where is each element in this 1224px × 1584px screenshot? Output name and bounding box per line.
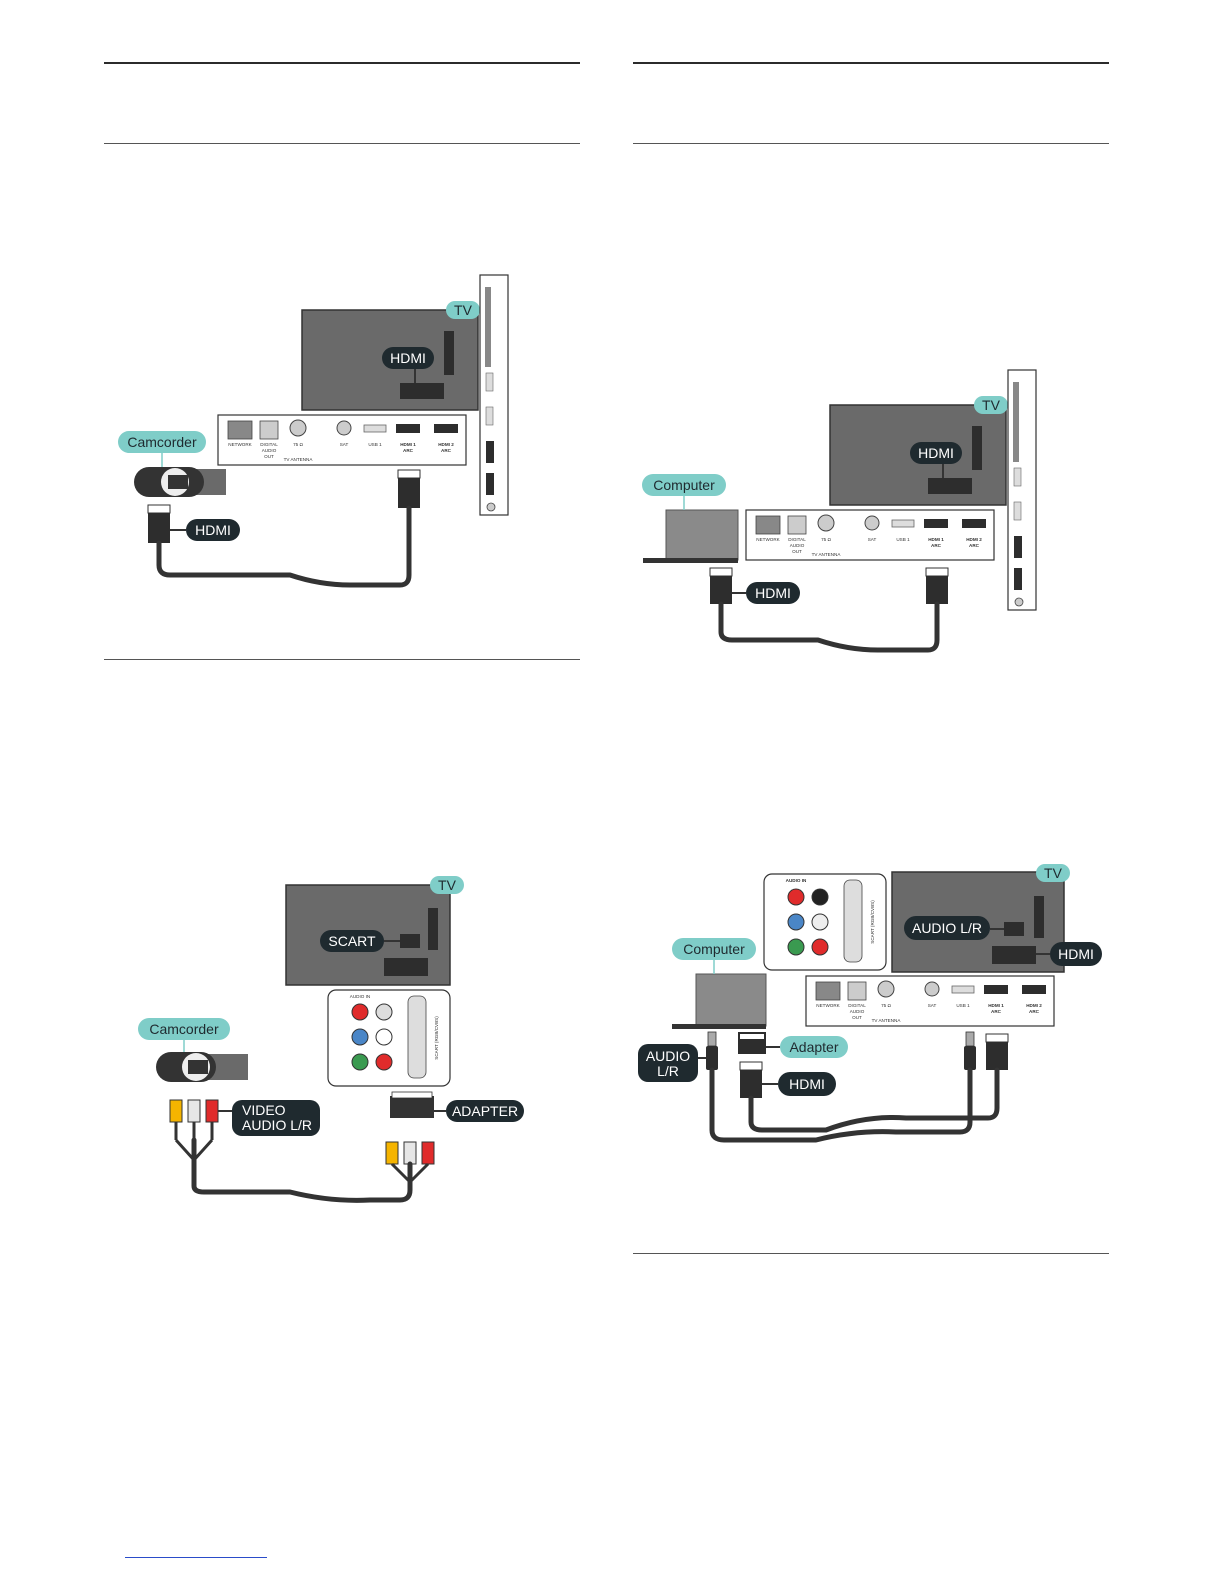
- tv-port-label: HDMI: [390, 350, 426, 366]
- svg-text:HDMI 1: HDMI 1: [400, 442, 416, 447]
- adapter-label-pill: [446, 1100, 524, 1122]
- tv-port-label-pill: [910, 442, 962, 464]
- audio-label-line1: AUDIO: [646, 1048, 690, 1064]
- tv-label: TV: [982, 397, 1001, 413]
- svg-text:HDMI 2: HDMI 2: [438, 442, 454, 447]
- device-label: Computer: [653, 477, 715, 493]
- camcorder-hdmi-diagram: TV HDMI NETWORK DIGITAL AUDIO OUT 75 Ω T…: [118, 274, 509, 588]
- tv-port-label: SCART: [328, 933, 376, 949]
- device-label-pill: [118, 431, 206, 453]
- svg-text:75 Ω: 75 Ω: [293, 442, 303, 447]
- right-top-rule: [633, 62, 1109, 64]
- svg-text:NETWORK: NETWORK: [816, 1003, 840, 1008]
- svg-text:USB 1: USB 1: [896, 537, 910, 542]
- tv-audio-label: AUDIO L/R: [912, 920, 982, 936]
- audio-label-line2: L/R: [657, 1063, 679, 1079]
- svg-text:AUDIO: AUDIO: [790, 543, 805, 548]
- svg-text:HDMI 1: HDMI 1: [928, 537, 944, 542]
- footer-link-rule: [125, 1557, 267, 1558]
- tv-port-slot: [400, 383, 444, 399]
- svg-text:ARC: ARC: [969, 543, 980, 548]
- tv-label-pill: [430, 876, 464, 894]
- svg-text:ARC: ARC: [991, 1009, 1002, 1014]
- cable-label: HDMI: [195, 522, 231, 538]
- left-heading-rule: [104, 143, 580, 144]
- svg-text:DIGITAL: DIGITAL: [788, 537, 806, 542]
- right-section-rule: [633, 1253, 1109, 1254]
- svg-text:DIGITAL: DIGITAL: [260, 442, 278, 447]
- svg-text:OUT: OUT: [792, 549, 802, 554]
- svg-text:SCART (RGB/CVBS): SCART (RGB/CVBS): [870, 900, 875, 944]
- adapter-label: Adapter: [789, 1039, 838, 1055]
- tv-side-port: [444, 331, 454, 375]
- cable-label-pill: [232, 1100, 320, 1136]
- adapter-label: ADAPTER: [452, 1103, 518, 1119]
- left-section-rule: [104, 659, 580, 660]
- tv-label-pill: [446, 301, 480, 319]
- device-label-pill: [672, 938, 756, 960]
- tv-label-pill: [1036, 864, 1070, 882]
- tv-port-label-pill: [382, 347, 434, 369]
- cable-label-pill: [186, 519, 240, 541]
- svg-text:ARC: ARC: [441, 448, 452, 453]
- svg-text:OUT: OUT: [852, 1015, 862, 1020]
- tv-port-label: HDMI: [918, 445, 954, 461]
- tv-label: TV: [438, 877, 457, 893]
- right-heading-rule: [633, 143, 1109, 144]
- svg-text:TV ANTENNA: TV ANTENNA: [812, 552, 842, 557]
- svg-text:HDMI 2: HDMI 2: [966, 537, 982, 542]
- audio-label-pill: [638, 1044, 698, 1082]
- svg-text:75 Ω: 75 Ω: [881, 1003, 891, 1008]
- svg-text:AUDIO: AUDIO: [262, 448, 277, 453]
- cable-label: HDMI: [789, 1076, 825, 1092]
- svg-text:NETWORK: NETWORK: [756, 537, 780, 542]
- svg-text:SAT: SAT: [928, 1003, 937, 1008]
- svg-text:TV ANTENNA: TV ANTENNA: [284, 457, 314, 462]
- svg-text:TV ANTENNA: TV ANTENNA: [872, 1018, 902, 1023]
- svg-text:ARC: ARC: [403, 448, 414, 453]
- svg-text:AUDIO IN: AUDIO IN: [786, 878, 807, 883]
- cable-label-pill: [778, 1072, 836, 1096]
- cable-label-line1: VIDEO: [242, 1102, 286, 1118]
- svg-text:HDMI 2: HDMI 2: [1026, 1003, 1042, 1008]
- svg-text:SAT: SAT: [340, 442, 349, 447]
- svg-text:75 Ω: 75 Ω: [821, 537, 831, 542]
- svg-text:NETWORK: NETWORK: [228, 442, 252, 447]
- tv-audio-label-pill: [904, 916, 990, 940]
- svg-text:USB 1: USB 1: [956, 1003, 970, 1008]
- tv-hdmi-label-pill: [1050, 942, 1102, 966]
- adapter-label-pill: [780, 1036, 848, 1058]
- svg-text:ARC: ARC: [931, 543, 942, 548]
- device-label-pill: [138, 1018, 230, 1040]
- svg-text:AUDIO IN: AUDIO IN: [350, 994, 370, 999]
- tv-label-pill: [974, 396, 1008, 414]
- computer-dvi-diagram: TV AUDIO L/R HDMI AUDIO IN SCART (RGB/CV…: [638, 864, 1102, 1143]
- cable-label-pill: [746, 582, 800, 604]
- svg-text:SAT: SAT: [868, 537, 877, 542]
- tv-label: TV: [1044, 865, 1063, 881]
- computer-hdmi-diagram: TV HDMI NETWORK DIGITAL AUDIO OUT 75 Ω T…: [642, 369, 1037, 653]
- camcorder-scart-diagram: TV SCART AUDIO IN SCART (RGB/CVBS) Camco…: [138, 876, 524, 1203]
- device-label: Computer: [683, 941, 745, 957]
- svg-text:SCART (RGB/CVBS): SCART (RGB/CVBS): [434, 1016, 439, 1060]
- svg-text:ARC: ARC: [1029, 1009, 1040, 1014]
- svg-text:HDMI 1: HDMI 1: [988, 1003, 1004, 1008]
- cable-label: HDMI: [755, 585, 791, 601]
- tv-hdmi-label: HDMI: [1058, 946, 1094, 962]
- svg-text:USB 1: USB 1: [368, 442, 382, 447]
- tv-label: TV: [454, 302, 473, 318]
- device-label-pill: [642, 474, 726, 496]
- cable-label-line2: AUDIO L/R: [242, 1117, 312, 1133]
- device-label: Camcorder: [127, 434, 197, 450]
- svg-text:OUT: OUT: [264, 454, 274, 459]
- device-label: Camcorder: [149, 1021, 219, 1037]
- svg-text:AUDIO: AUDIO: [850, 1009, 865, 1014]
- left-top-rule: [104, 62, 580, 64]
- tv-port-label-pill: [320, 930, 384, 952]
- svg-text:DIGITAL: DIGITAL: [848, 1003, 866, 1008]
